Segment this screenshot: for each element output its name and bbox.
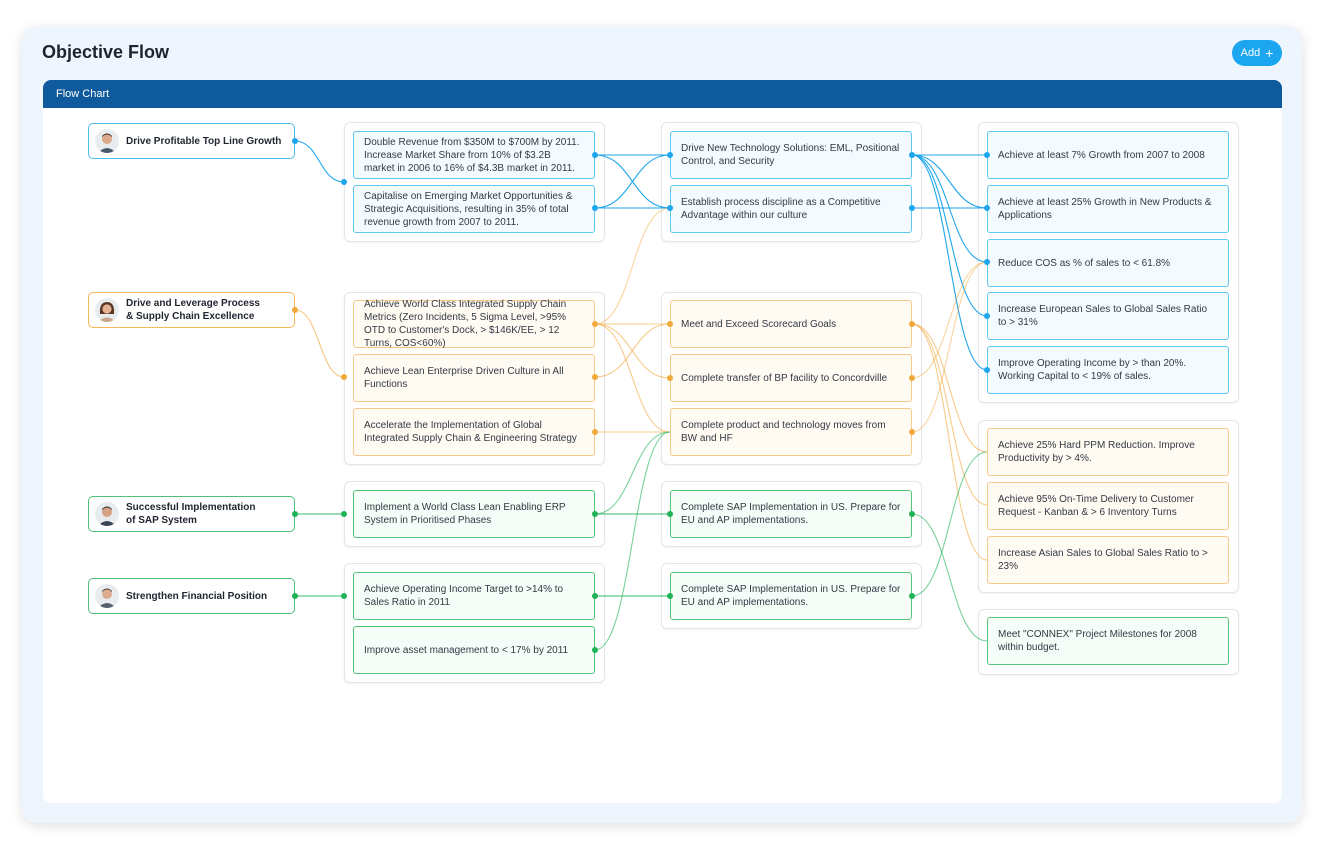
connector-dot <box>909 321 915 327</box>
connector-dot <box>667 321 673 327</box>
plus-icon: + <box>1265 45 1274 61</box>
root-label: Drive Profitable Top Line Growth <box>126 135 282 147</box>
col2-node[interactable]: Drive New Technology Solutions: EML, Pos… <box>670 131 912 179</box>
col2-node[interactable]: Complete product and technology moves fr… <box>670 408 912 456</box>
person-avatar-icon <box>95 298 119 322</box>
root-label: Drive and Leverage Process & Supply Chai… <box>126 298 260 322</box>
node-text: Complete product and technology moves fr… <box>681 420 886 444</box>
connector-dot <box>984 152 990 158</box>
connector-dot <box>592 205 598 211</box>
root-objective-financial-position[interactable]: Strengthen Financial Position <box>88 578 295 614</box>
node-text: Achieve World Class Integrated Supply Ch… <box>364 299 567 349</box>
connector-dot <box>341 179 347 185</box>
node-text: Improve Operating Income by > than 20%. … <box>998 358 1187 382</box>
connector-dot <box>592 593 598 599</box>
node-text: Achieve Lean Enterprise Driven Culture i… <box>364 366 564 390</box>
node-text: Establish process discipline as a Compet… <box>681 197 881 221</box>
connector-dot <box>667 375 673 381</box>
connector-dot <box>292 511 298 517</box>
connector-dot <box>909 205 915 211</box>
connector-dot <box>292 138 298 144</box>
col1-node[interactable]: Capitalise on Emerging Market Opportunit… <box>353 185 595 233</box>
col1-node[interactable]: Double Revenue from $350M to $700M by 20… <box>353 131 595 179</box>
connector-dot <box>909 511 915 517</box>
person-avatar-icon <box>95 584 119 608</box>
root-objective-sap-system[interactable]: Successful Implementation of SAP System <box>88 496 295 532</box>
node-text: Accelerate the Implementation of Global … <box>364 420 577 444</box>
connector-dot <box>667 511 673 517</box>
node-text: Achieve 25% Hard PPM Reduction. Improve … <box>998 440 1195 464</box>
connector-dot <box>909 375 915 381</box>
connector-dot <box>592 374 598 380</box>
col3-node[interactable]: Meet "CONNEX" Project Milestones for 200… <box>987 617 1229 665</box>
connector-dot <box>984 205 990 211</box>
node-text: Meet and Exceed Scorecard Goals <box>681 318 837 330</box>
col2-node[interactable]: Complete SAP Implementation in US. Prepa… <box>670 572 912 620</box>
node-text: Double Revenue from $350M to $700M by 20… <box>364 136 580 174</box>
node-text: Complete SAP Implementation in US. Prepa… <box>681 584 901 608</box>
col3-node[interactable]: Achieve at least 7% Growth from 2007 to … <box>987 131 1229 179</box>
connector-dot <box>984 259 990 265</box>
node-text: Improve asset management to < 17% by 201… <box>364 644 569 656</box>
page-title: Objective Flow <box>42 42 170 62</box>
connector-dot <box>984 367 990 373</box>
node-text: Complete transfer of BP facility to Conc… <box>681 372 888 384</box>
col3-node[interactable]: Increase European Sales to Global Sales … <box>987 292 1229 340</box>
panel-header: Flow Chart <box>43 80 1282 108</box>
node-text: Meet "CONNEX" Project Milestones for 200… <box>998 629 1197 653</box>
node-text: Drive New Technology Solutions: EML, Pos… <box>681 143 900 167</box>
connector-dot <box>592 429 598 435</box>
connector-dot <box>984 313 990 319</box>
col2-node[interactable]: Establish process discipline as a Compet… <box>670 185 912 233</box>
col3-node[interactable]: Increase Asian Sales to Global Sales Rat… <box>987 536 1229 584</box>
col1-node[interactable]: Accelerate the Implementation of Global … <box>353 408 595 456</box>
connector-dot <box>341 511 347 517</box>
connector-dot <box>909 593 915 599</box>
connector-dot <box>667 205 673 211</box>
root-label: Strengthen Financial Position <box>126 590 268 602</box>
connector-dot <box>341 593 347 599</box>
node-text: Increase European Sales to Global Sales … <box>998 304 1208 328</box>
col1-node[interactable]: Achieve World Class Integrated Supply Ch… <box>353 299 595 349</box>
connector-dot <box>592 152 598 158</box>
node-text: Complete SAP Implementation in US. Prepa… <box>681 502 901 526</box>
node-text: Capitalise on Emerging Market Opportunit… <box>364 190 573 228</box>
node-text: Achieve Operating Income Target to >14% … <box>364 584 564 608</box>
node-text: Achieve at least 25% Growth in New Produ… <box>998 197 1212 221</box>
person-avatar-icon <box>95 502 119 526</box>
col1-node[interactable]: Achieve Lean Enterprise Driven Culture i… <box>353 354 595 402</box>
node-text: Reduce COS as % of sales to < 61.8% <box>998 257 1171 269</box>
col3-node[interactable]: Achieve 25% Hard PPM Reduction. Improve … <box>987 428 1229 476</box>
connector-dot <box>341 374 347 380</box>
add-button-label: Add <box>1240 47 1261 59</box>
col3-node[interactable]: Achieve 95% On-Time Delivery to Customer… <box>987 482 1229 530</box>
add-button[interactable]: Add + <box>1232 40 1282 66</box>
col2-node[interactable]: Complete transfer of BP facility to Conc… <box>670 354 912 402</box>
node-text: Increase Asian Sales to Global Sales Rat… <box>998 548 1208 572</box>
root-objective-process-supply-chain[interactable]: Drive and Leverage Process & Supply Chai… <box>88 292 295 328</box>
connector-dot <box>667 152 673 158</box>
col1-node[interactable]: Improve asset management to < 17% by 201… <box>353 626 595 674</box>
connector-dot <box>592 511 598 517</box>
connector-dot <box>667 593 673 599</box>
node-text: Achieve at least 7% Growth from 2007 to … <box>998 149 1205 161</box>
person-avatar-icon <box>95 129 119 153</box>
col1-node[interactable]: Implement a World Class Lean Enabling ER… <box>353 490 595 538</box>
root-label: Successful Implementation of SAP System <box>126 502 256 526</box>
col1-node[interactable]: Achieve Operating Income Target to >14% … <box>353 572 595 620</box>
col2-node[interactable]: Complete SAP Implementation in US. Prepa… <box>670 490 912 538</box>
node-text: Implement a World Class Lean Enabling ER… <box>364 502 566 526</box>
connector-dot <box>592 321 598 327</box>
root-objective-top-line-growth[interactable]: Drive Profitable Top Line Growth <box>88 123 295 159</box>
col3-node[interactable]: Reduce COS as % of sales to < 61.8% <box>987 239 1229 287</box>
col3-node[interactable]: Improve Operating Income by > than 20%. … <box>987 346 1229 394</box>
connector-dot <box>292 307 298 313</box>
col2-node[interactable]: Meet and Exceed Scorecard Goals <box>670 300 912 348</box>
node-text: Achieve 95% On-Time Delivery to Customer… <box>998 494 1194 518</box>
connector-dot <box>292 593 298 599</box>
connector-dot <box>592 647 598 653</box>
connector-dot <box>909 429 915 435</box>
col3-node[interactable]: Achieve at least 25% Growth in New Produ… <box>987 185 1229 233</box>
connector-dot <box>909 152 915 158</box>
